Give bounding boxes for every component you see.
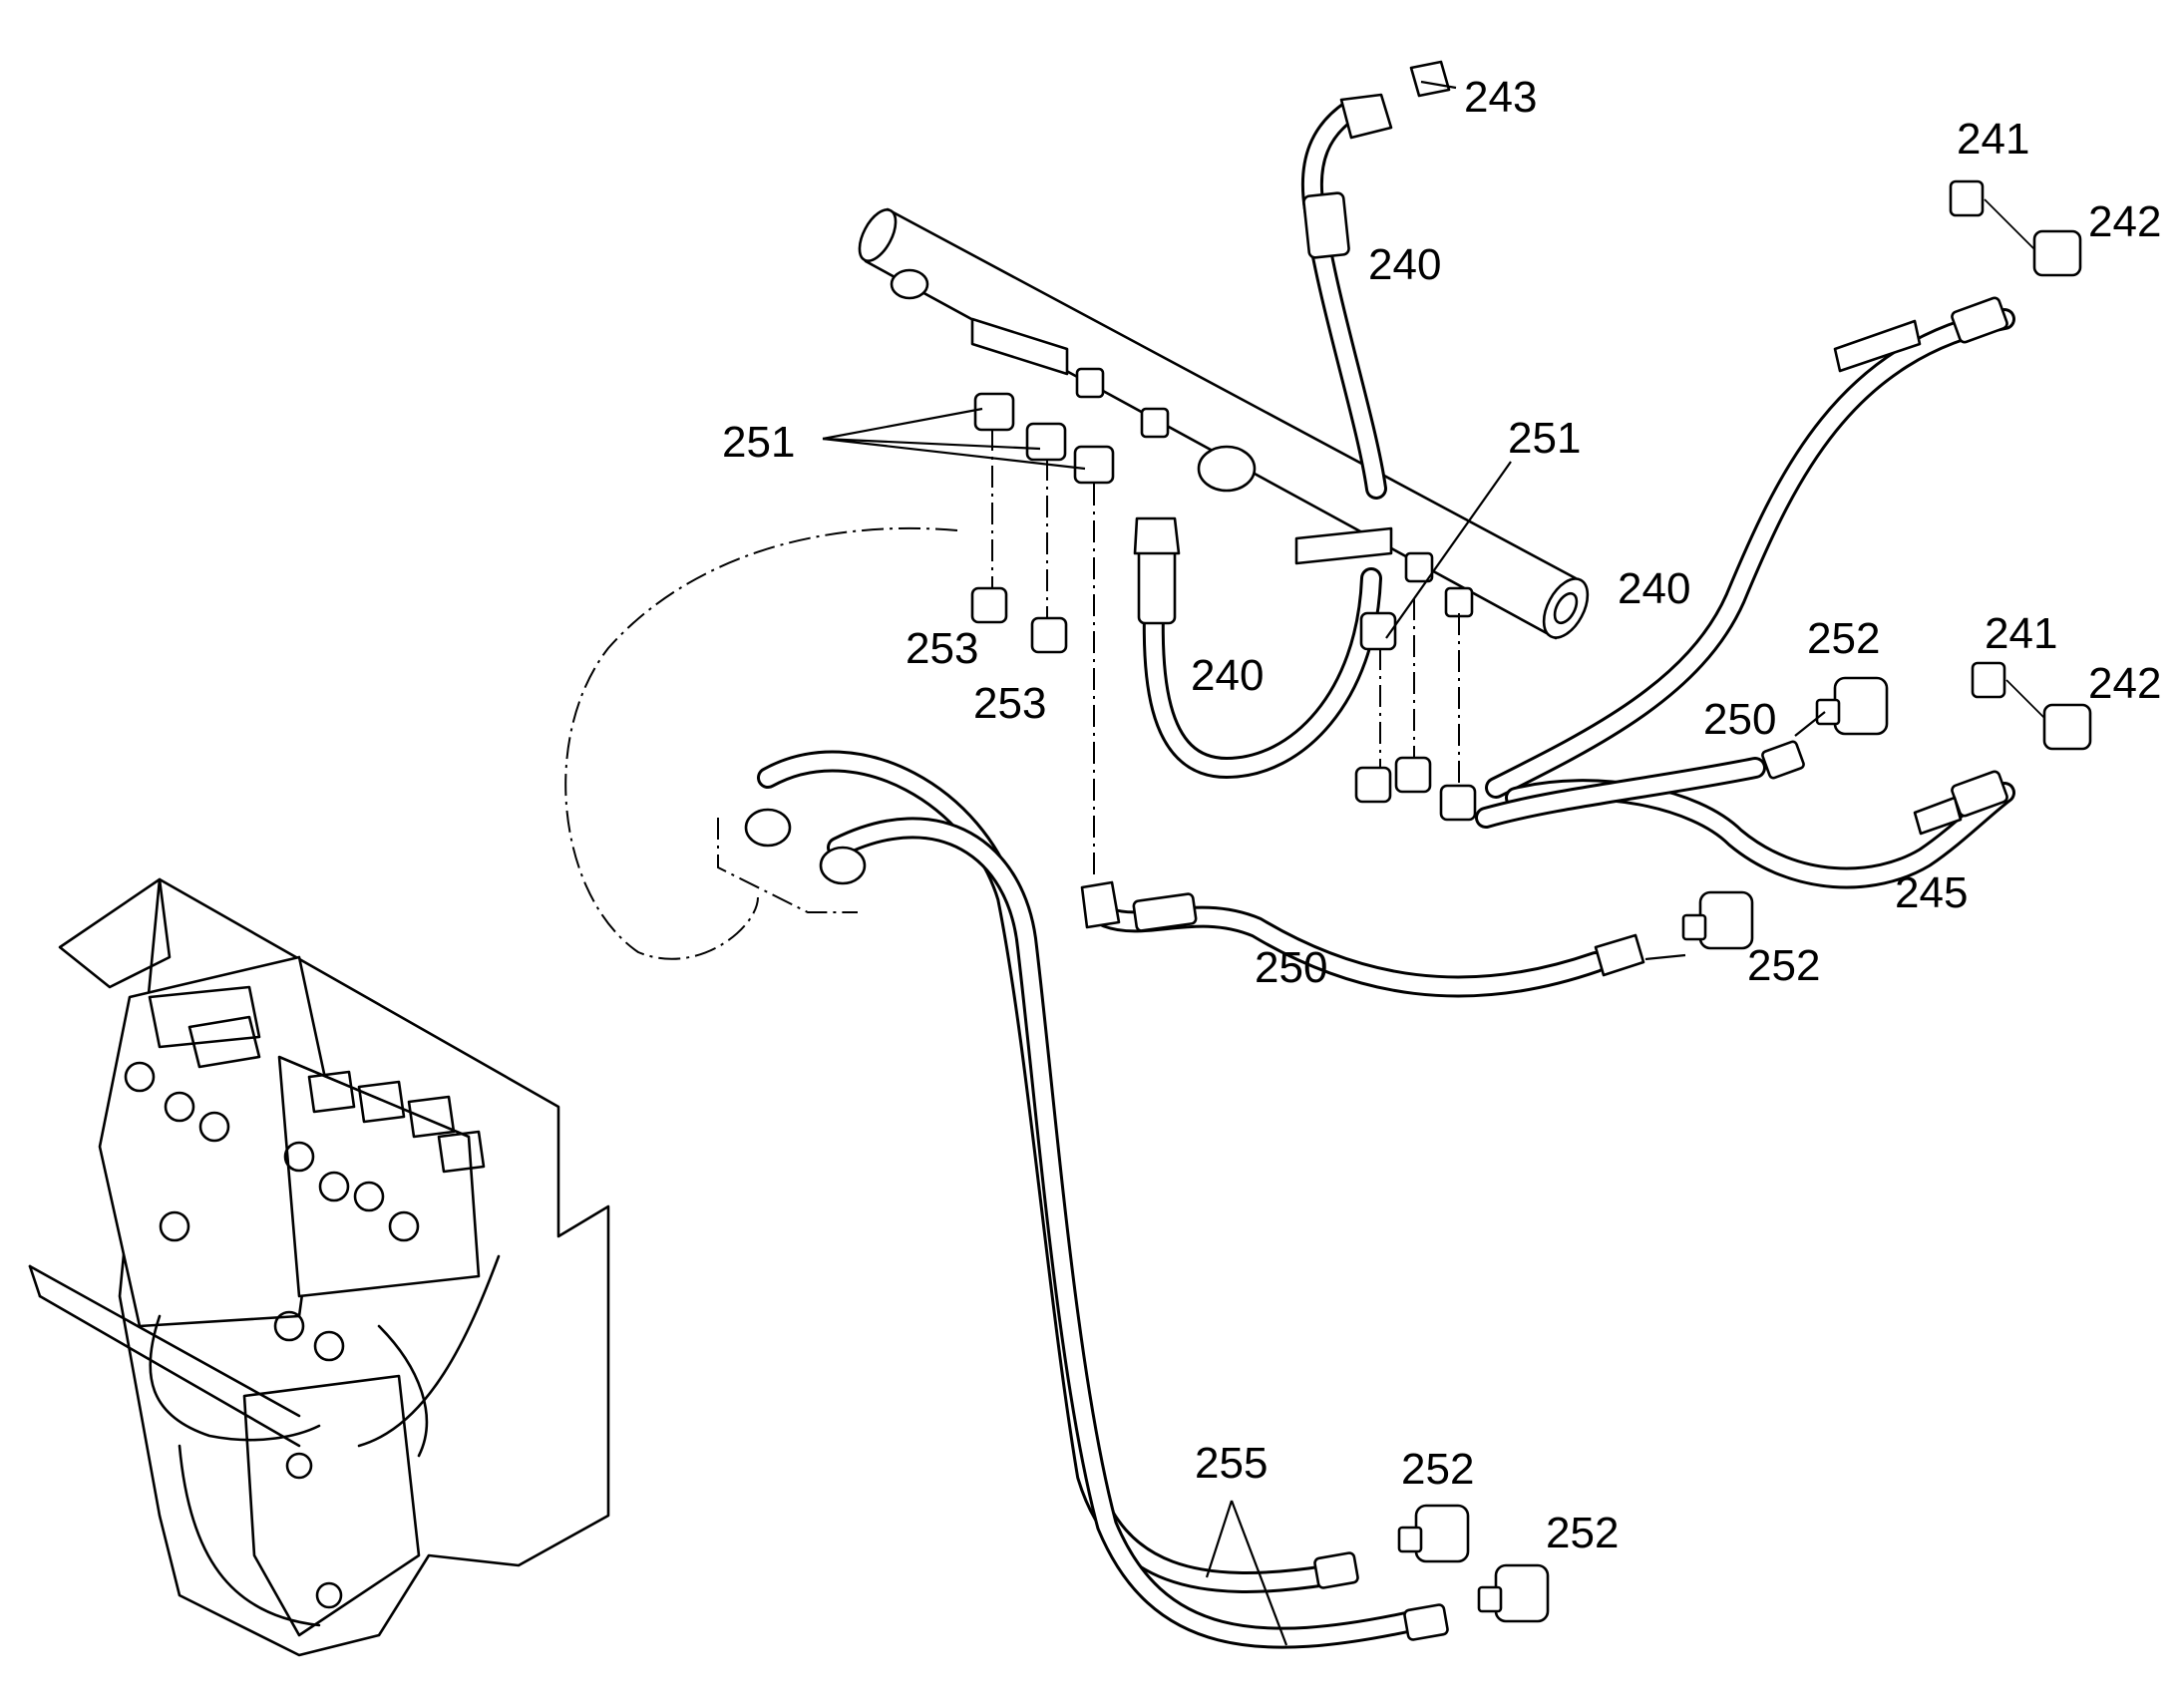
callout-253-b: 253: [973, 679, 1046, 728]
callout-245: 245: [1895, 868, 1968, 917]
callout-240-right: 240: [1618, 564, 1690, 613]
callout-252-middle: 252: [1747, 941, 1820, 990]
callout-242-lower: 242: [2088, 659, 2161, 708]
fittings-251-253: [970, 392, 1477, 877]
hose-240-loop: [1133, 516, 1382, 779]
callout-252-upper: 252: [1807, 614, 1880, 663]
callout-250-lower: 250: [1255, 943, 1327, 992]
callout-labels: 243 241 242 240 251 251 240 253 253 240 …: [722, 73, 2161, 1557]
elbow-fitting-252-d: [1477, 1563, 1550, 1623]
callout-241-lower: 241: [1985, 609, 2057, 658]
callout-252-lower-a: 252: [1401, 1445, 1474, 1494]
callout-240-top: 240: [1368, 240, 1441, 289]
callout-252-lower-b: 252: [1546, 1509, 1619, 1557]
callout-240-loop: 240: [1191, 651, 1264, 700]
hose-250-upper: [1475, 740, 1805, 829]
assembly-reference-line: [564, 526, 958, 960]
hose-240-right: [1485, 296, 2015, 799]
elbow-fitting-252-a: [1815, 676, 1889, 736]
callout-253-a: 253: [906, 624, 978, 673]
callout-241-upper: 241: [1957, 115, 2029, 164]
callout-250-upper: 250: [1703, 695, 1776, 744]
hose-255: [744, 750, 1449, 1649]
callout-251-right: 251: [1508, 414, 1581, 463]
adapter-241-242-lower: [1971, 661, 2092, 751]
elbow-fitting-252-c: [1397, 1504, 1470, 1563]
hose-250-lower: [1080, 880, 1645, 998]
distribution-rail: [858, 207, 1590, 640]
elbow-fitting-252-b: [1681, 890, 1754, 950]
callout-242-upper: 242: [2088, 197, 2161, 246]
callout-243: 243: [1464, 73, 1537, 122]
manifold-block-assembly: [28, 877, 610, 1657]
callout-251-left: 251: [722, 418, 795, 467]
callout-255: 255: [1195, 1439, 1268, 1488]
hose-240-top: [1300, 60, 1451, 500]
leader-lines: [822, 80, 1826, 1646]
adapter-241-242-upper: [1949, 179, 2082, 277]
